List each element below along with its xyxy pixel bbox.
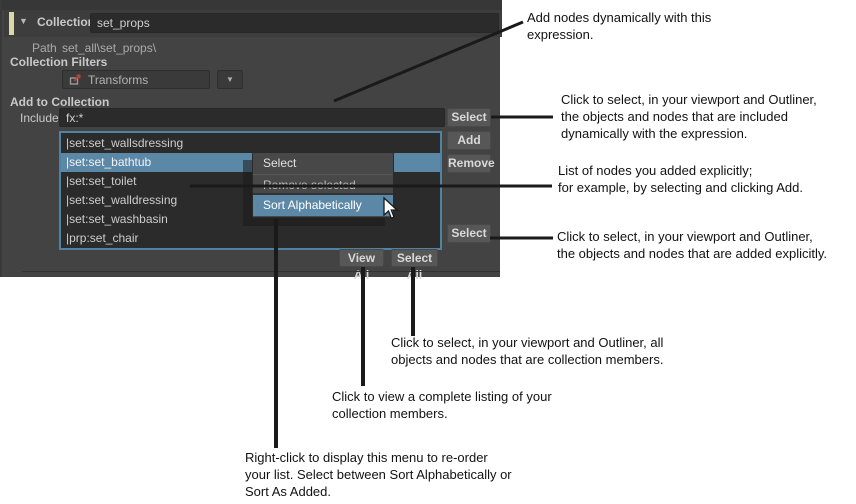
collection-label: Collection: [37,15,99,29]
accent-bar [9,12,14,35]
annotation-list-of-nodes: List of nodes you added explicitly; for … [558,163,803,195]
select-dynamic-button[interactable]: Select [447,108,491,127]
include-label: Include [20,111,59,125]
path-label: Path [32,41,57,55]
list-item[interactable]: |set:set_wallsdressing [66,136,184,150]
panel-bottom-divider [22,271,500,272]
collection-panel: ▼ Collection: set_props Path set_all\set… [0,0,502,282]
transforms-icon [69,74,81,85]
select-explicit-button[interactable]: Select [447,224,491,243]
annotation-right-click-menu: Right-click to display this menu to re-o… [245,450,512,499]
filter-dropdown-value: Transforms [88,72,149,87]
remove-button[interactable]: Remove [447,154,495,173]
chevron-down-icon[interactable]: ▼ [19,16,28,26]
filter-dropdown-arrow[interactable]: ▼ [217,70,243,89]
collection-name-input[interactable]: set_props [90,13,499,33]
add-button[interactable]: Add [447,131,491,150]
annotation-view-all: Click to view a complete listing of your… [332,389,552,421]
menu-item-sort-alphabetically[interactable]: Sort Alphabetically [253,195,393,216]
list-item[interactable]: |prp:set_chair [66,231,139,245]
list-item[interactable]: |set:set_toilet [66,174,137,188]
add-to-collection-label: Add to Collection [10,95,110,109]
list-item[interactable]: |set:set_washbasin [66,212,168,226]
menu-item-select[interactable]: Select [263,156,297,170]
view-all-button[interactable]: View All [339,249,384,282]
collection-filters-label: Collection Filters [10,55,108,69]
include-expression-input[interactable]: fx:* [59,108,445,127]
context-menu: Select Remove selected Sort Alphabetical… [252,152,394,218]
path-value: set_all\set_props\ [62,41,157,55]
menu-item-remove-selected[interactable]: Remove selected [253,174,393,195]
filter-dropdown[interactable]: Transforms [62,70,210,89]
annotation-add-nodes: Add nodes dynamically with this expressi… [527,10,712,42]
list-item[interactable]: |set:set_walldressing [66,193,178,207]
annotation-select-dynamic: Click to select, in your viewport and Ou… [561,92,817,141]
select-all-button[interactable]: Select All [391,249,438,282]
panel-top-strip [2,0,502,10]
annotation-select-explicit: Click to select, in your viewport and Ou… [557,229,828,261]
annotation-select-all: Click to select, in your viewport and Ou… [391,335,664,367]
